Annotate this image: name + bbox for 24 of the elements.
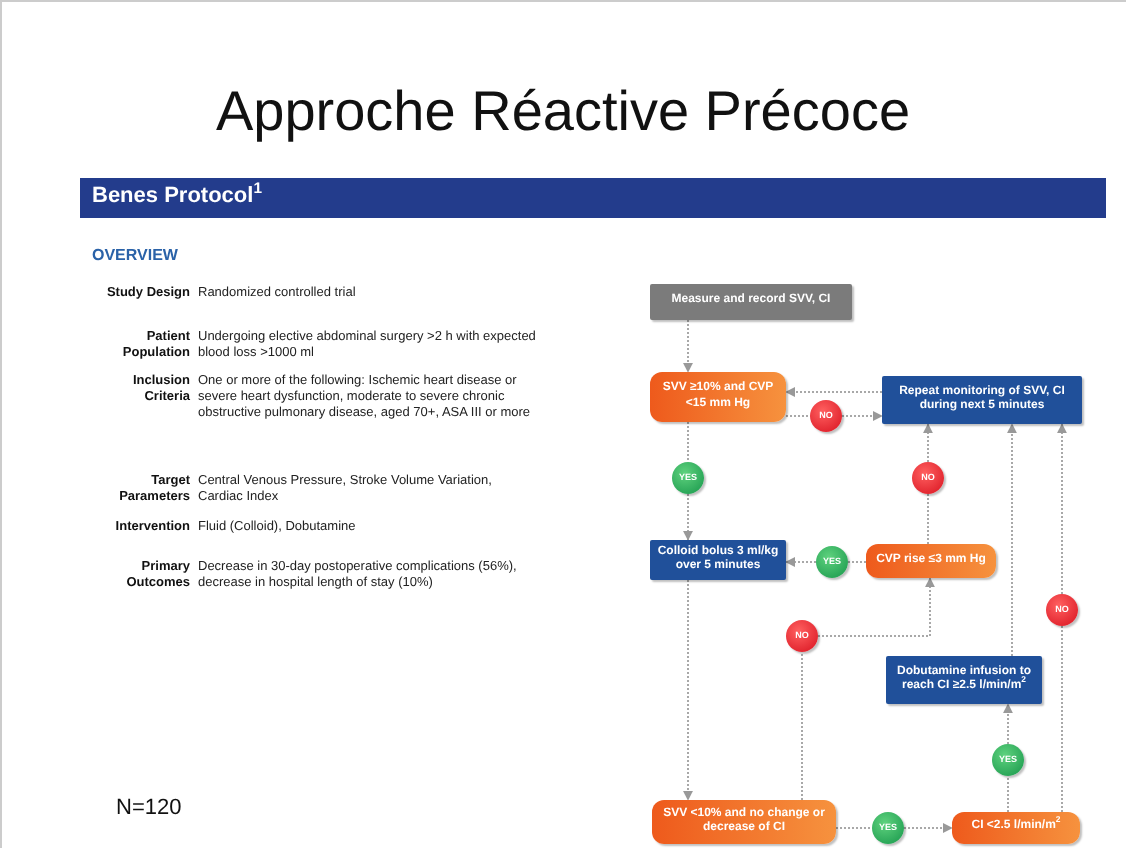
arrow (1057, 423, 1067, 595)
arrow (817, 577, 935, 637)
header-title: Benes Protocol$^{1}$ (92, 184, 262, 208)
sample-size: N=120 (116, 796, 182, 820)
connector-line (801, 651, 803, 801)
arrow (683, 319, 693, 373)
arrow (683, 579, 693, 801)
connector-line (835, 827, 873, 829)
connector-line (1007, 775, 1009, 813)
arrow (903, 823, 953, 833)
arrow (923, 423, 933, 463)
connector-line (847, 561, 867, 563)
arrow (785, 557, 817, 567)
section-heading: OVERVIEW (92, 246, 178, 264)
connector-line (687, 421, 689, 463)
connector-line (1061, 625, 1063, 813)
connector-line (785, 415, 811, 417)
arrow (785, 387, 883, 397)
arrow (1003, 703, 1013, 745)
slide-title: Approche Réactive Précoce (213, 80, 913, 144)
arrow (683, 493, 693, 541)
arrow (841, 411, 883, 421)
arrow (1007, 423, 1017, 657)
connector-line (927, 493, 929, 545)
